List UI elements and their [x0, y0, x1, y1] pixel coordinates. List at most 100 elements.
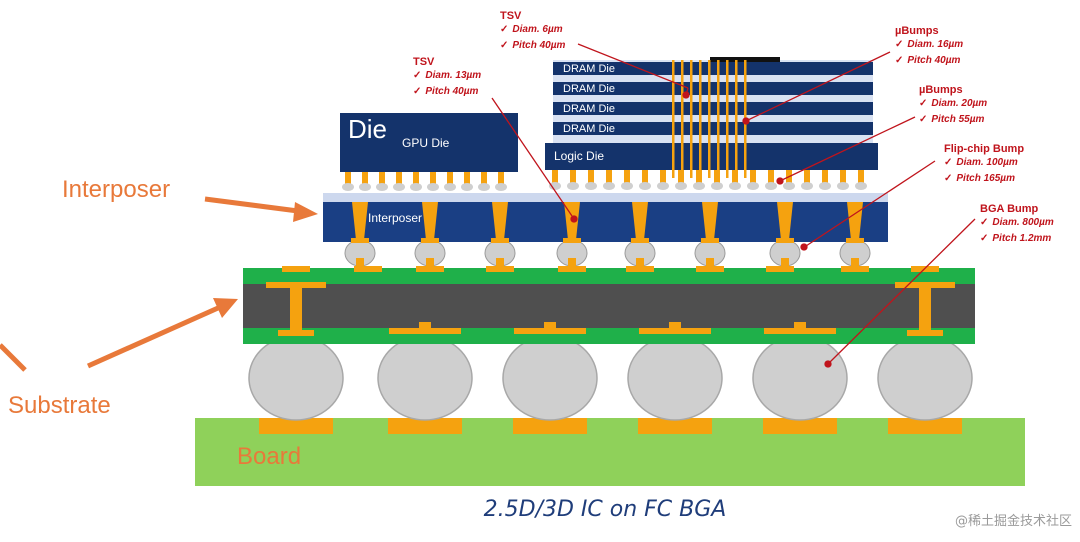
annotation-item: ✓Pitch 40µm — [500, 38, 565, 54]
micro-bump — [858, 170, 864, 185]
substrate-top-pad — [354, 266, 382, 272]
micro-bump — [606, 170, 612, 185]
substrate-side-label: Substrate — [8, 392, 111, 419]
micro-bump — [786, 170, 792, 185]
dram-die-1 — [553, 62, 873, 75]
substrate-via-pad — [514, 328, 586, 334]
dram-tsv — [708, 60, 711, 178]
micro-bump-ball — [427, 183, 439, 191]
flip-chip-bumps — [344, 239, 871, 268]
annotation-title: BGA Bump — [980, 203, 1039, 215]
micro-bump-ball — [603, 182, 615, 190]
board-label: Board — [237, 443, 302, 470]
micro-bump-ball — [729, 182, 741, 190]
bga-ball — [248, 335, 344, 421]
check-icon: ✓ — [980, 233, 989, 244]
micro-bump — [624, 170, 630, 185]
board-pads — [259, 418, 962, 434]
substrate-top-pad — [558, 266, 586, 272]
substrate-top-pad — [416, 266, 444, 272]
substrate-top-pad — [486, 266, 514, 272]
flip-chip-post — [851, 258, 859, 268]
micro-bump-ball — [693, 182, 705, 190]
dram-die-label-2: DRAM Die — [563, 83, 615, 95]
interposer-tsv-pad — [701, 238, 719, 243]
dram-tsv — [690, 60, 693, 178]
micro-bump-ball — [675, 182, 687, 190]
micro-bump-ball — [819, 182, 831, 190]
dram-die-label-3: DRAM Die — [563, 103, 615, 115]
substrate-bottom-layer — [243, 328, 975, 344]
annotation-value: Diam. 800µm — [992, 217, 1054, 228]
logic-die-label: Logic Die — [554, 149, 605, 163]
micro-bumps — [342, 170, 867, 191]
micro-bump — [396, 172, 402, 186]
annotation-value: Diam. 6µm — [512, 24, 563, 35]
annotation-item: ✓Pitch 55µm — [919, 112, 987, 128]
substrate-top-pad — [841, 266, 869, 272]
annotation-value: Pitch 40µm — [425, 86, 479, 97]
substrate-top-pad — [766, 266, 794, 272]
flip-chip-post — [356, 258, 364, 268]
micro-bump-ball — [801, 182, 813, 190]
micro-bump — [498, 172, 504, 186]
dram-tsv — [681, 60, 684, 178]
micro-bump-ball — [444, 183, 456, 191]
micro-bump — [588, 170, 594, 185]
micro-bump-ball — [855, 182, 867, 190]
annotation-value: Diam. 100µm — [956, 157, 1018, 168]
substrate-via — [794, 322, 806, 330]
micro-bump-ball — [639, 182, 651, 190]
check-icon: ✓ — [500, 24, 509, 35]
check-icon: ✓ — [413, 86, 422, 97]
annotation-item: ✓Diam. 100µm — [944, 155, 1024, 171]
interposer-tsv-pad — [846, 238, 864, 243]
annotation-item: ✓Pitch 1.2mm — [980, 231, 1054, 247]
substrate-arrow-left — [0, 343, 27, 372]
dram-tsv — [717, 60, 720, 178]
interposer-inner-label: Interposer — [368, 211, 423, 225]
interposer-tsv — [777, 202, 793, 240]
micro-bump — [642, 170, 648, 185]
micro-bump-ball — [711, 182, 723, 190]
interposer-tsv-pad — [351, 238, 369, 243]
flip-chip-post — [496, 258, 504, 268]
interposer-arrow — [204, 196, 318, 222]
interposer-tsv-pad — [631, 238, 649, 243]
annotation-item: ✓Diam. 20µm — [919, 96, 987, 112]
annotation-item: ✓Pitch 40µm — [413, 84, 481, 100]
annotation-item: ✓Diam. 16µm — [895, 37, 963, 53]
annotation-bga: BGA Bump ✓Diam. 800µm ✓Pitch 1.2mm — [980, 203, 1054, 247]
micro-bump — [413, 172, 419, 186]
substrate-via — [669, 322, 681, 330]
check-icon: ✓ — [980, 217, 989, 228]
interposer-tsv — [632, 202, 648, 240]
annotation-tsv-top: TSV ✓Diam. 6µm ✓Pitch 40µm — [500, 10, 565, 54]
annotation-flipchip: Flip-chip Bump ✓Diam. 100µm ✓Pitch 165µm — [944, 143, 1024, 187]
annotation-title: TSV — [413, 56, 435, 68]
micro-bump-ball — [765, 182, 777, 190]
board-pad — [513, 418, 587, 434]
gpu-die-big-label: Die — [348, 114, 388, 144]
bga-ball — [377, 335, 473, 421]
micro-bump — [379, 172, 385, 186]
check-icon: ✓ — [895, 55, 904, 66]
annotation-value: Pitch 165µm — [956, 173, 1015, 184]
micro-bump — [430, 172, 436, 186]
substrate-via — [919, 288, 931, 330]
interposer-tsvs — [351, 202, 864, 243]
bga-ball — [752, 335, 848, 421]
check-icon: ✓ — [944, 173, 953, 184]
micro-bump-ball — [747, 182, 759, 190]
annotation-title: TSV — [500, 10, 522, 22]
bga-balls — [248, 335, 973, 421]
interposer-tsv-pad — [421, 238, 439, 243]
dram-die-4 — [553, 122, 873, 135]
interposer-tsv-pad — [563, 238, 581, 243]
substrate-via — [419, 322, 431, 330]
bga-ball — [627, 335, 723, 421]
annotation-ubumps-top: µBumps ✓Diam. 16µm ✓Pitch 40µm — [895, 25, 963, 69]
substrate-via-pad — [639, 328, 711, 334]
annotation-item: ✓Diam. 13µm — [413, 68, 481, 84]
annotation-value: Pitch 40µm — [512, 40, 566, 51]
